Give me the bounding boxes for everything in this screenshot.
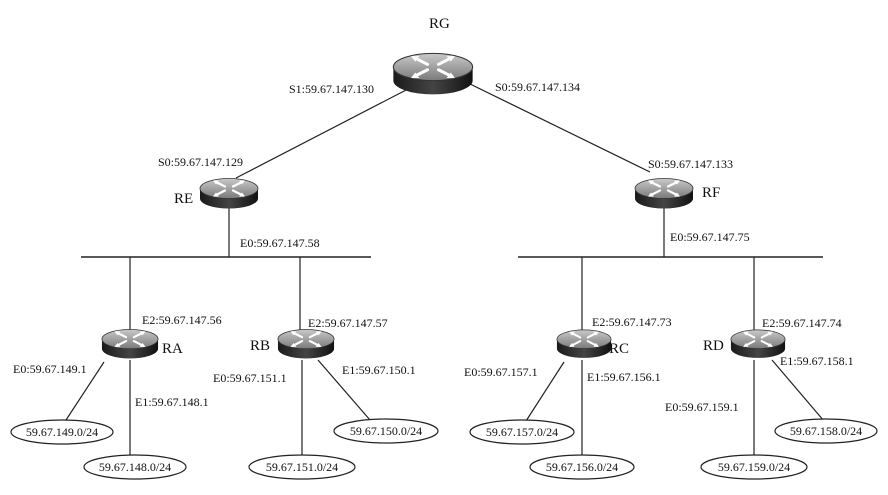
- link-rd-e1: [771, 359, 825, 422]
- router-rf-name: RF: [702, 185, 720, 201]
- router-rg-name: RG: [429, 16, 450, 32]
- network-rb-e1: 59.67.150.0/24: [333, 418, 439, 444]
- router-re-name: RE: [174, 191, 193, 207]
- link-rb-e1: [317, 359, 371, 421]
- router-re-icon[interactable]: [199, 177, 259, 209]
- re-e0-label: E0:59.67.147.58: [240, 236, 320, 250]
- ra-e1-label: E1:59.67.148.1: [135, 395, 209, 409]
- rb-e2-label: E2:59.67.147.57: [308, 316, 388, 330]
- link-rc-e0: [525, 361, 565, 422]
- router-rd-name: RD: [703, 338, 724, 354]
- router-rd-icon[interactable]: [730, 328, 786, 359]
- link-ra-e0: [65, 361, 105, 421]
- rb-e0-label: E0:59.67.151.1: [213, 371, 287, 385]
- link-rg-rf: [465, 81, 651, 173]
- network-ra-e0: 59.67.149.0/24: [10, 419, 114, 445]
- network-rb-e0: 59.67.151.0/24: [248, 454, 356, 480]
- rd-e2-label: E2:59.67.147.74: [762, 316, 842, 330]
- network-label: 59.67.156.0/24: [546, 460, 618, 474]
- rb-e1-label: E1:59.67.150.1: [342, 363, 416, 377]
- router-ra-name: RA: [162, 341, 183, 357]
- network-ra-e1: 59.67.148.0/24: [83, 454, 187, 480]
- network-label: 59.67.158.0/24: [790, 424, 862, 438]
- router-ra-icon[interactable]: [101, 328, 159, 359]
- network-label: 59.67.157.0/24: [486, 425, 558, 439]
- links: [65, 81, 825, 459]
- network-label: 59.67.148.0/24: [99, 460, 171, 474]
- re-s0-label: S0:59.67.147.129: [158, 155, 243, 169]
- network-rd-e1: 59.67.158.0/24: [774, 418, 878, 444]
- network-label: 59.67.151.0/24: [266, 460, 338, 474]
- network-label: 59.67.159.0/24: [718, 460, 790, 474]
- router-rg-icon[interactable]: [392, 51, 474, 95]
- rg-s1-label: S1:59.67.147.130: [289, 82, 374, 96]
- network-label: 59.67.150.0/24: [350, 424, 422, 438]
- network-rd-e0: 59.67.159.0/24: [700, 454, 808, 480]
- router-rb-name: RB: [250, 338, 270, 354]
- rc-e1-label: E1:59.67.156.1: [587, 370, 661, 384]
- network-rc-e1: 59.67.156.0/24: [529, 454, 635, 480]
- rc-e2-label: E2:59.67.147.73: [592, 315, 672, 329]
- router-rc-icon[interactable]: [556, 328, 612, 359]
- network-rc-e0: 59.67.157.0/24: [469, 419, 575, 445]
- link-rg-re: [235, 87, 411, 179]
- rf-s0-label: S0:59.67.147.133: [648, 157, 733, 171]
- rc-e0-label: E0:59.67.157.1: [464, 365, 538, 379]
- router-rc-name: RC: [609, 341, 629, 357]
- rd-e1-label: E1:59.67.158.1: [780, 354, 854, 368]
- ra-e2-label: E2:59.67.147.56: [142, 313, 222, 327]
- rf-e0-label: E0:59.67.147.75: [670, 230, 750, 244]
- rd-e0-label: E0:59.67.159.1: [665, 400, 739, 414]
- rg-s0-label: S0:59.67.147.134: [495, 80, 580, 94]
- ra-e0-label: E0:59.67.149.1: [13, 362, 87, 376]
- router-rb-icon[interactable]: [277, 328, 335, 359]
- network-label: 59.67.149.0/24: [26, 425, 98, 439]
- router-rf-icon[interactable]: [634, 177, 694, 209]
